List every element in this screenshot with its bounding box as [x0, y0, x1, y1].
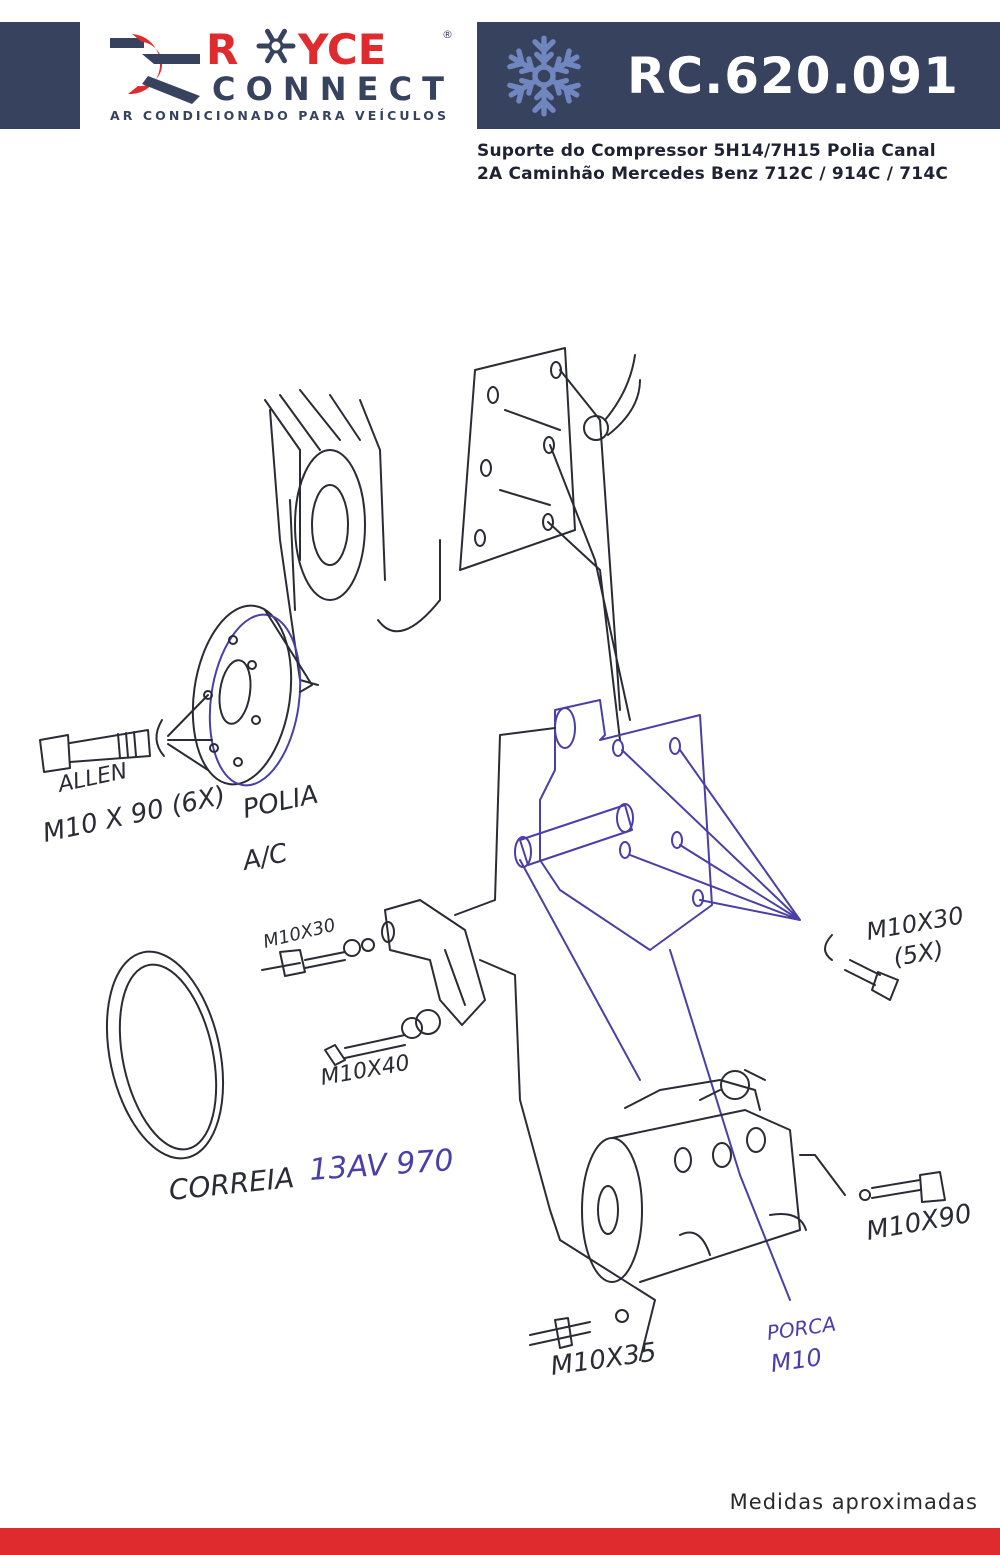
label-m10x40: M10X40 — [319, 1051, 412, 1091]
bolt-m10x40-sketch — [324, 1009, 441, 1066]
belt-sketch — [105, 950, 225, 1160]
rc-mark-icon — [110, 34, 200, 104]
brand-name-connect: CONNECT — [212, 70, 444, 108]
engine-mount-plate — [459, 347, 641, 741]
label-belt-code: 13AV 970 — [308, 1143, 455, 1188]
approximate-measures-note: Medidas aproximadas — [729, 1490, 978, 1514]
bolt-m10x35-sketch — [529, 1309, 629, 1349]
brand-name-yce: YCE — [297, 25, 386, 74]
engine-block-sketch — [264, 389, 441, 686]
label-porca-size: M10 — [769, 1343, 824, 1378]
bolt-m10x30-sketch — [261, 938, 375, 977]
compressor-sketch — [559, 1069, 846, 1361]
product-code-panel: RC.620.091 — [477, 22, 1000, 129]
label-correia: CORREIA — [167, 1161, 295, 1207]
ac-pulley-sketch — [191, 604, 313, 787]
product-code: RC.620.091 — [627, 47, 959, 105]
label-m10x35: M10X35 — [549, 1337, 659, 1382]
brand-tagline: AR CONDICIONADO PARA VEÍCULOS — [110, 108, 446, 123]
bolt-m10x30-5x-sketch — [824, 934, 899, 1001]
adjuster-arm-sketch — [381, 727, 561, 1241]
bolt-m10x90-sketch — [859, 1171, 946, 1203]
label-polia: POLIA — [240, 780, 321, 825]
label-ac: A/C — [238, 838, 291, 877]
allen-bolt-sketch — [39, 694, 213, 773]
registered-mark: ® — [442, 28, 453, 41]
compressor-bracket — [514, 699, 801, 1301]
label-m10x30-5x-b: (5X) — [891, 936, 946, 972]
footer-bar — [0, 1528, 1000, 1555]
description-line-2: 2A Caminhão Mercedes Benz 712C / 914C / … — [477, 164, 949, 184]
snowflake-icon — [499, 35, 589, 121]
label-porca: PORCA — [765, 1312, 837, 1345]
header-left-block — [0, 22, 80, 129]
label-m10x30: M10X30 — [261, 915, 338, 953]
snowflake-o-icon — [256, 28, 296, 64]
label-allen: ALLEN — [54, 759, 130, 798]
brand-name-r: R — [206, 25, 238, 74]
label-m10x90: M10X90 — [864, 1199, 974, 1247]
description-line-1: Suporte do Compressor 5H14/7H15 Polia Ca… — [477, 141, 936, 161]
product-description: Suporte do Compressor 5H14/7H15 Polia Ca… — [477, 140, 997, 186]
exploded-assembly-drawing: ALLEN M10 X 90 (6X) POLIA A/C M10X30 M10… — [0, 300, 1000, 1400]
royce-connect-logo: R YCE ® CONNECT AR CONDICIONADO PARA VEÍ… — [108, 24, 460, 124]
